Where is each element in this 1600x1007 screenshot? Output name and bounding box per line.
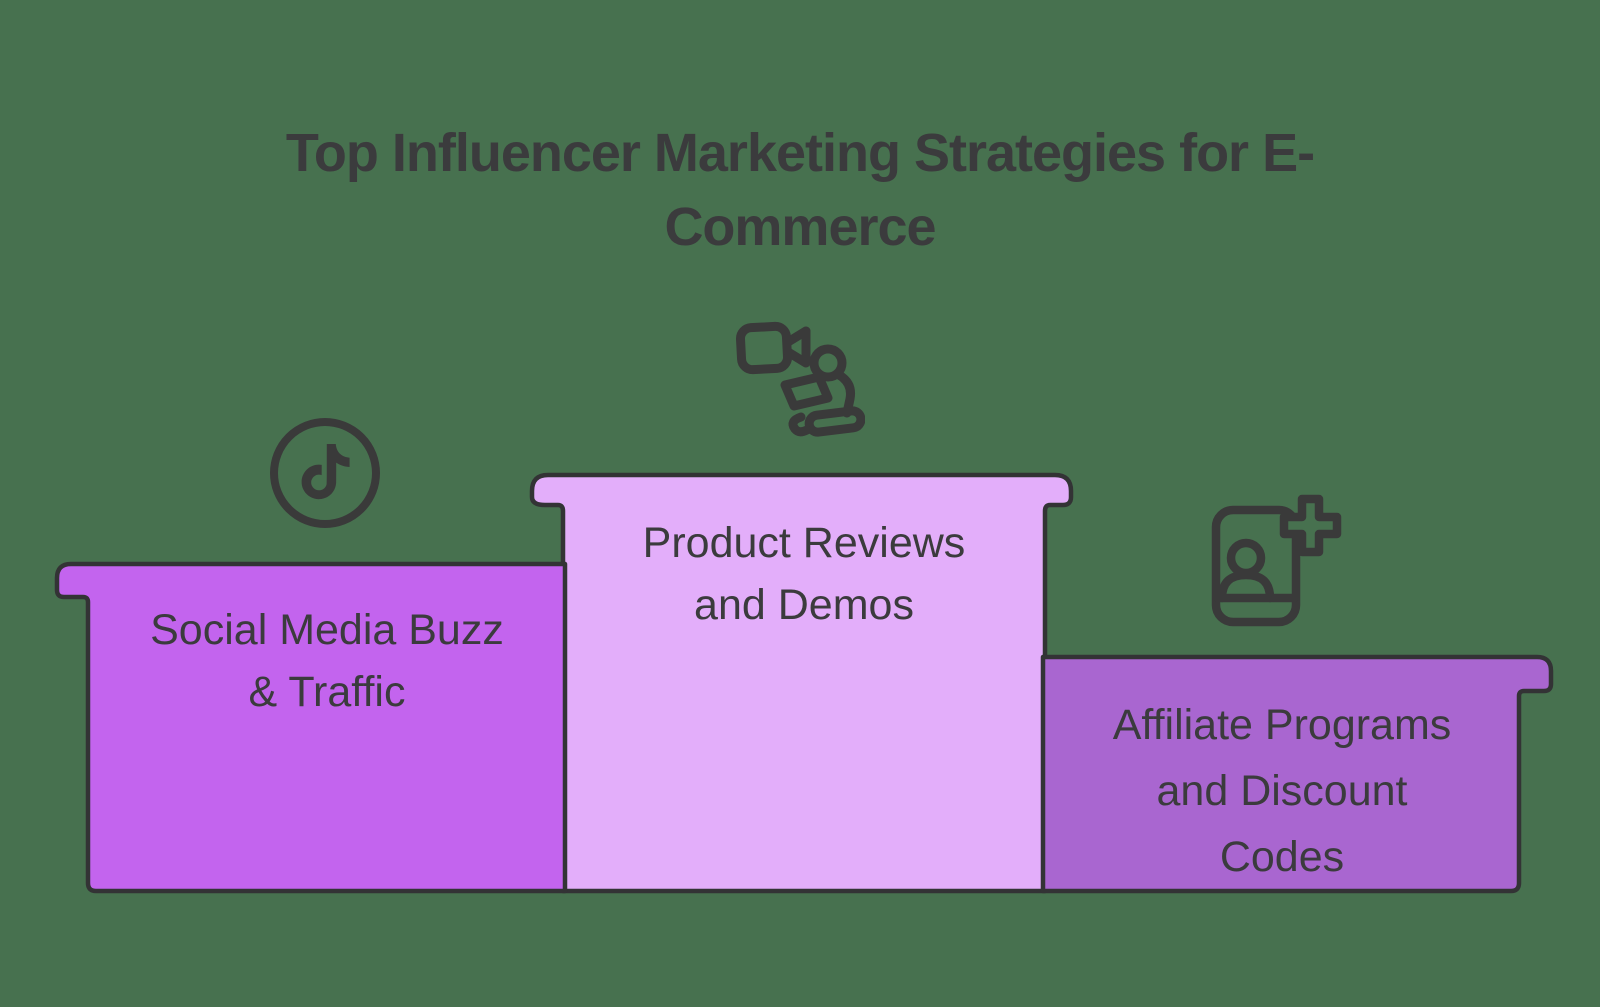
contact-card <box>1211 505 1301 627</box>
podium-label-affiliate-programs: Affiliate Programs and Discount Codes <box>1045 692 1519 890</box>
creator-head <box>809 344 847 382</box>
tiktok-icon-note <box>301 444 350 500</box>
label-line: and Discount <box>1156 767 1408 815</box>
creator-foot <box>788 412 812 437</box>
podium-label-social-media: Social Media Buzz & Traffic <box>88 599 566 723</box>
label-line: Product Reviews <box>642 519 966 567</box>
creator-body <box>834 370 855 418</box>
follower-shoulders <box>1217 570 1275 603</box>
podium-label-product-reviews: Product Reviews and Demos <box>563 512 1045 636</box>
plus-icon <box>1279 494 1342 557</box>
label-line: Social Media Buzz <box>150 606 504 654</box>
video-camera-lens <box>783 326 811 368</box>
creator-leg <box>804 406 865 437</box>
label-line: Affiliate Programs <box>1112 701 1452 749</box>
label-line: & Traffic <box>248 668 406 716</box>
creator-laptop <box>780 372 833 411</box>
tiktok-icon <box>270 418 380 528</box>
follower-head <box>1226 538 1266 578</box>
page-title-line-2: Commerce <box>664 197 936 257</box>
page-title: Top Influencer Marketing Strategies for … <box>150 116 1450 264</box>
podium-affiliate-programs <box>1040 654 1554 894</box>
podium-social-media-buzz <box>54 561 568 894</box>
tiktok-icon-circle <box>270 418 380 528</box>
label-line: and Demos <box>694 581 914 629</box>
page-title-line-1: Top Influencer Marketing Strategies for … <box>285 123 1315 183</box>
video-creator-icon <box>735 321 865 437</box>
video-camera-body <box>735 321 793 375</box>
label-line: Codes <box>1219 833 1345 881</box>
add-follower-icon <box>1211 494 1342 627</box>
